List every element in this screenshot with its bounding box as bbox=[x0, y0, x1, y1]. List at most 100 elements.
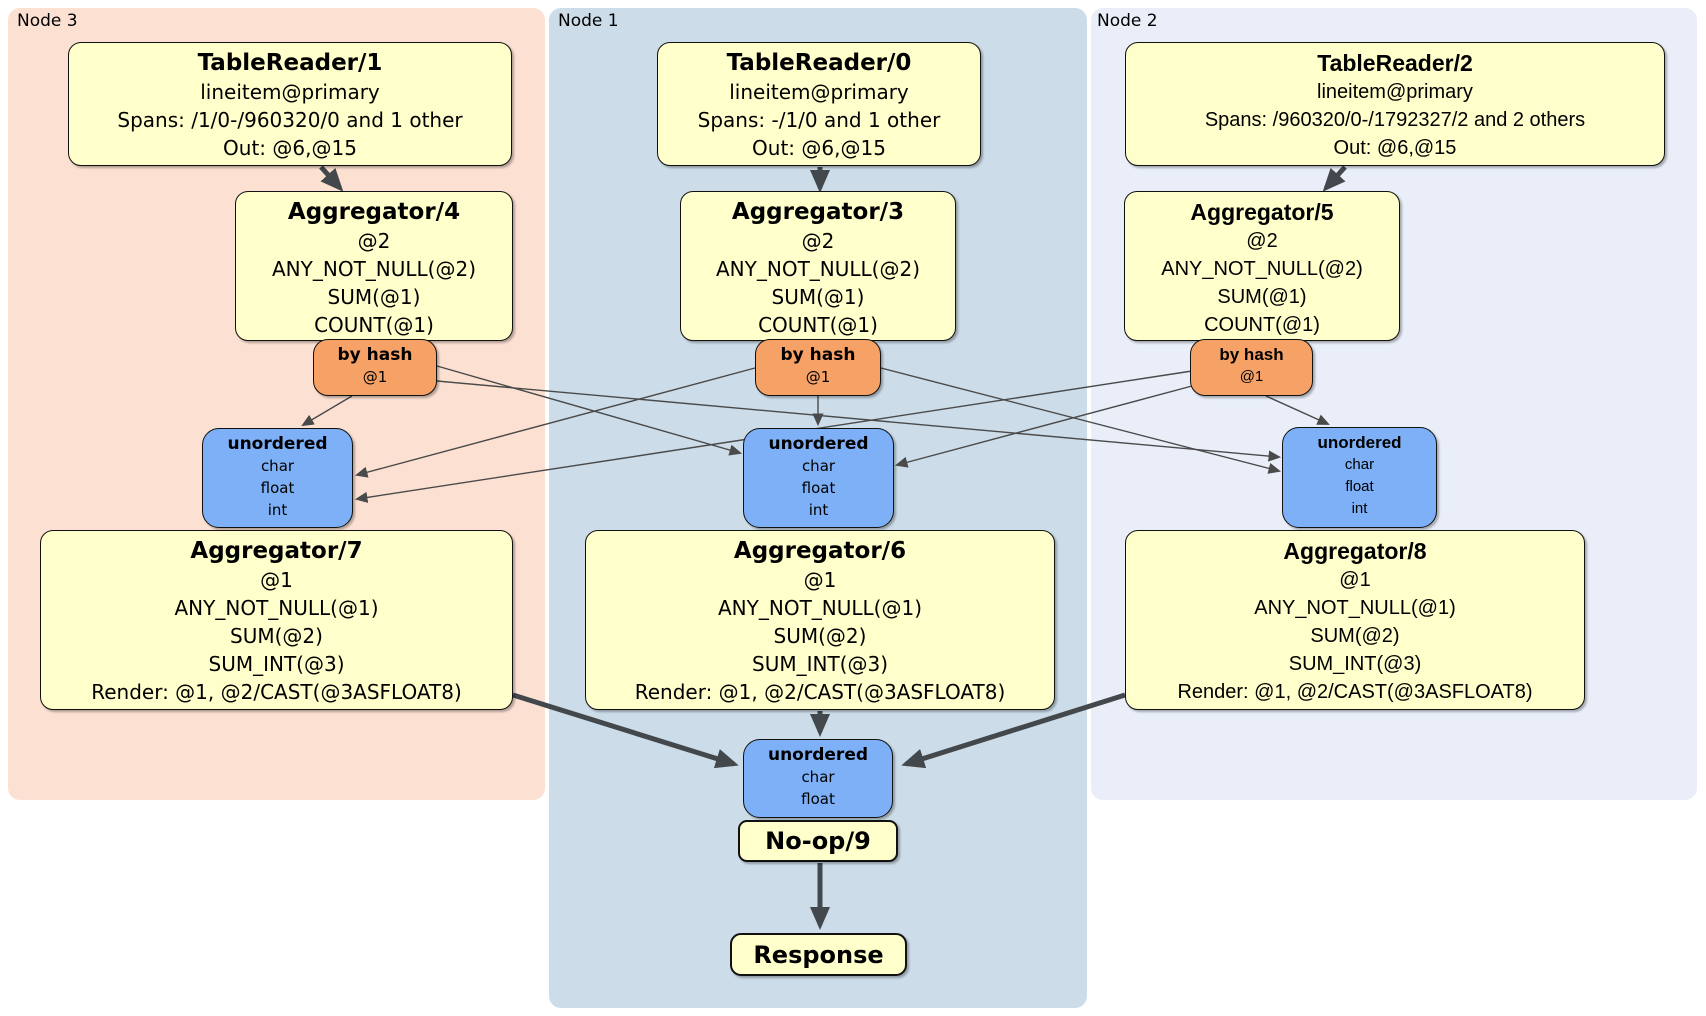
box-line: COUNT(@1) bbox=[758, 313, 878, 337]
box-title: by hash bbox=[337, 345, 413, 365]
box-title: No-op/9 bbox=[765, 827, 871, 855]
box-line: @1 bbox=[1239, 368, 1264, 385]
box-router-byhash-3: by hash @1 bbox=[1190, 339, 1313, 396]
edge-router1-sync3 bbox=[436, 380, 1282, 462]
edge-router1-sync1 bbox=[301, 395, 353, 427]
box-line: Spans: -/1/0 and 1 other bbox=[697, 108, 941, 132]
box-line: Spans: /960320/0-/1792327/2 and 2 others bbox=[1204, 109, 1586, 131]
box-title: Aggregator/8 bbox=[1283, 538, 1427, 564]
box-line: lineitem@primary bbox=[200, 80, 380, 104]
box-title: Response bbox=[753, 940, 884, 969]
box-line: @1 bbox=[362, 368, 388, 386]
box-title: Aggregator/4 bbox=[287, 199, 461, 225]
edge-tablereader2-aggregator5 bbox=[1322, 165, 1347, 192]
box-line: ANY_NOT_NULL(@1) bbox=[718, 596, 922, 620]
box-lines: @1 bbox=[314, 366, 436, 388]
box-lines: @1 bbox=[1191, 366, 1312, 388]
box-line: float bbox=[801, 479, 836, 497]
edge-router2-sync3 bbox=[880, 367, 1282, 474]
box-line: SUM(@1) bbox=[771, 285, 865, 309]
box-line: @2 bbox=[357, 229, 391, 253]
box-sync-unordered-2: unordered char float int bbox=[743, 428, 894, 528]
box-line: SUM(@1) bbox=[1217, 286, 1307, 308]
box-line: Out: @6,@15 bbox=[223, 136, 357, 160]
box-line: SUM(@1) bbox=[327, 285, 421, 309]
box-title: unordered bbox=[227, 434, 328, 454]
box-title: Aggregator/5 bbox=[1190, 199, 1334, 225]
node2-label: Node 2 bbox=[1097, 11, 1158, 31]
box-line: Render: @1, @2/CAST(@3ASFLOAT8) bbox=[634, 680, 1006, 704]
box-line: int bbox=[1351, 500, 1368, 517]
box-line: SUM_INT(@3) bbox=[1288, 653, 1422, 675]
box-line: char bbox=[260, 457, 295, 475]
box-line: ANY_NOT_NULL(@2) bbox=[1161, 258, 1363, 280]
box-title: by hash bbox=[780, 345, 856, 365]
box-line: Out: @6,@15 bbox=[1333, 137, 1457, 159]
box-title: Aggregator/7 bbox=[190, 538, 363, 564]
box-title: TableReader/0 bbox=[726, 50, 912, 76]
edge-aggregator7-syncfinal bbox=[512, 692, 739, 769]
box-line: int bbox=[267, 501, 288, 519]
box-response: Response bbox=[730, 933, 907, 976]
box-line: SUM_INT(@3) bbox=[752, 652, 888, 676]
box-line: @1 bbox=[803, 568, 837, 592]
box-line: char bbox=[801, 457, 836, 475]
box-router-byhash-2: by hash @1 bbox=[755, 339, 881, 396]
box-title: by hash bbox=[1219, 345, 1284, 364]
box-line: ANY_NOT_NULL(@1) bbox=[174, 596, 379, 620]
edge-tablereader1-aggregator4 bbox=[319, 165, 344, 192]
box-line: ANY_NOT_NULL(@2) bbox=[716, 257, 920, 281]
box-line: @2 bbox=[801, 229, 835, 253]
box-line: char bbox=[801, 768, 835, 786]
edge-router1-sync2 bbox=[436, 365, 743, 456]
box-line: Out: @6,@15 bbox=[752, 136, 886, 160]
node3-label: Node 3 bbox=[17, 11, 78, 31]
box-line: COUNT(@1) bbox=[314, 313, 434, 337]
edge-router3-sync3 bbox=[1265, 395, 1330, 425]
box-line: @1 bbox=[260, 568, 293, 592]
box-line: int bbox=[808, 501, 829, 519]
box-title: unordered bbox=[1317, 433, 1402, 452]
box-line: Spans: /1/0-/960320/0 and 1 other bbox=[117, 108, 463, 132]
box-title: TableReader/1 bbox=[197, 50, 383, 76]
box-title: unordered bbox=[767, 745, 869, 765]
box-title: unordered bbox=[768, 434, 869, 454]
node1-label: Node 1 bbox=[558, 11, 619, 31]
box-line: COUNT(@1) bbox=[1204, 314, 1320, 336]
box-line: @1 bbox=[805, 368, 831, 386]
box-title: TableReader/2 bbox=[1317, 50, 1473, 76]
edge-aggregator8-syncfinal bbox=[901, 692, 1126, 769]
box-line: @1 bbox=[1339, 569, 1371, 591]
box-line: Render: @1, @2/CAST(@3ASFLOAT8) bbox=[91, 680, 462, 704]
edge-router3-sync2 bbox=[894, 385, 1193, 468]
box-line: SUM_INT(@3) bbox=[208, 652, 345, 676]
box-line: char bbox=[1344, 456, 1375, 473]
box-line: SUM(@2) bbox=[1310, 625, 1400, 647]
box-sync-unordered-final: unordered char float bbox=[743, 739, 893, 818]
box-title: Aggregator/6 bbox=[733, 538, 907, 564]
box-line: float bbox=[801, 790, 835, 808]
